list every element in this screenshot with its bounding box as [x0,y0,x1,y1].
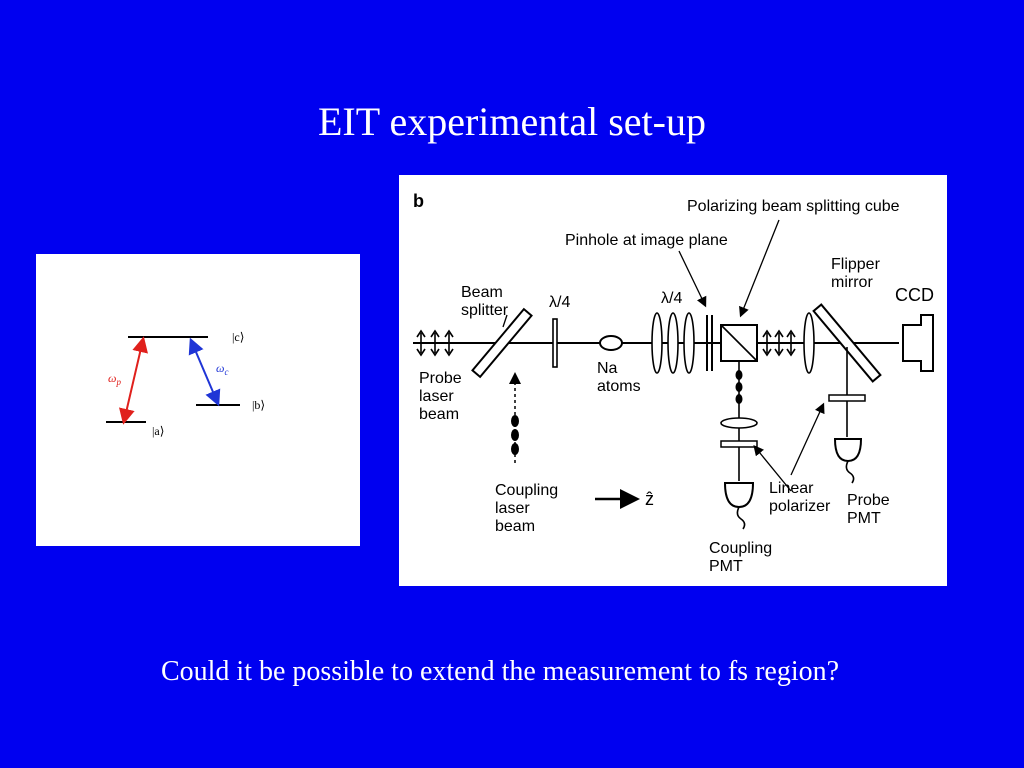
imaging-lens [803,312,815,374]
pinhole [706,315,713,371]
probe-frequency-label: ωp [108,371,121,387]
probe-transition-arrow [119,336,148,425]
experimental-setup-diagram: b [399,175,947,586]
pinhole-label: Pinhole at image plane [565,232,728,249]
z-axis-label: ẑ [645,489,654,509]
coupling-transition-arrow [188,337,221,407]
ccd-camera [902,314,934,372]
na-label-1: Na [597,360,618,377]
polarizing-cube-label: Polarizing beam splitting cube [687,198,900,215]
probe-polarization-arrows [416,329,454,357]
footer-question: Could it be possible to extend the measu… [160,656,840,687]
coupling-output-dots [735,370,743,404]
leader-lines [502,219,825,492]
coupling-laser-label-2: laser [495,500,530,517]
coupling-laser-label-3: beam [495,518,535,535]
flipper-mirror [812,303,882,383]
coupling-pmt-label-1: Coupling [709,540,772,557]
lens-group [651,312,695,374]
coupling-polarizer [720,440,758,448]
quarter-wave-label-2: λ/4 [661,290,682,307]
probe-pmt-cable [845,460,855,484]
beam-splitter [471,307,533,379]
coupling-frequency-label: ωc [216,361,228,377]
output-polarization-arrows [762,329,796,357]
ccd-label: CCD [895,285,934,305]
na-atom-cell [599,335,623,351]
coupling-laser-label-1: Coupling [495,482,558,499]
energy-level-diagram: |c⟩ |b⟩ |a⟩ ωp ωc [36,254,360,546]
polarizing-beam-splitter-cube [720,324,758,362]
quarter-wave-label-1: λ/4 [549,294,570,311]
state-b-label: |b⟩ [252,398,265,412]
beam-splitter-label-2: splitter [461,302,509,319]
quarter-wave-plate-1 [552,318,558,368]
state-c-label: |c⟩ [232,330,244,344]
coupling-pmt-label-2: PMT [709,558,743,575]
linear-polarizer-label-2: polarizer [769,498,831,515]
coupling-pmt-cable [736,506,746,530]
probe-pmt-label-2: PMT [847,510,881,527]
probe-laser-label-2: laser [419,388,454,405]
panel-letter: b [413,191,424,211]
probe-laser-label-1: Probe [419,370,462,387]
beam-splitter-label-1: Beam [461,284,503,301]
na-label-2: atoms [597,378,641,395]
coupling-lens [720,417,758,429]
probe-pmt [833,438,863,463]
flipper-label-2: mirror [831,274,873,291]
slide-title: EIT experimental set-up [317,99,706,144]
coupling-pmt [723,482,755,509]
coupling-beam-dots [511,415,519,455]
linear-polarizer-label-1: Linear [769,480,814,497]
state-a-label: |a⟩ [152,424,164,438]
flipper-label-1: Flipper [831,256,881,273]
probe-pmt-label-1: Probe [847,492,890,509]
probe-laser-label-3: beam [419,406,459,423]
probe-polarizer [828,394,866,402]
